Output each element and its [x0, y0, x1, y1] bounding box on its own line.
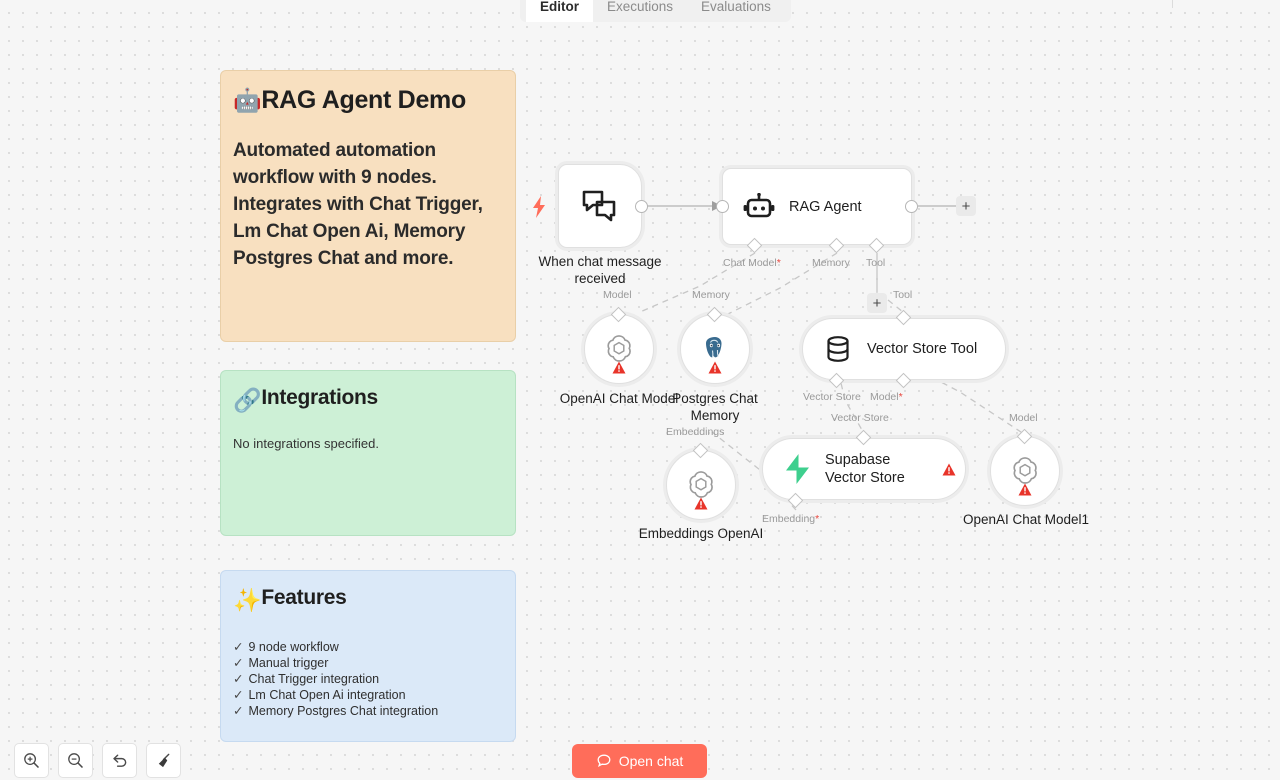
port-label-sub-tool: Tool [893, 289, 913, 301]
list-item: ✓ Lm Chat Open Ai integration [233, 687, 503, 703]
chat-bubbles-icon [582, 190, 616, 222]
node-postgres-chat-memory[interactable] [680, 314, 750, 384]
node-title-rag-agent: RAG Agent [789, 198, 862, 215]
warning-icon [942, 463, 956, 476]
port-label-svs-model: Model [1009, 412, 1038, 424]
list-item: ✓ 9 node workflow [233, 639, 503, 655]
features-list: ✓ 9 node workflow ✓ Manual trigger ✓ Cha… [233, 639, 503, 719]
feature-label: Lm Chat Open Ai integration [248, 688, 406, 702]
undo-arrow-icon [113, 754, 127, 767]
warning-icon [708, 361, 722, 374]
list-item: ✓ Manual trigger [233, 655, 503, 671]
link-emoji-icon: 🔗 [233, 387, 262, 413]
openai-icon [689, 471, 713, 498]
node-rag-agent[interactable]: RAG Agent [722, 168, 912, 245]
port-label-sub-embeddings: Embeddings [666, 426, 725, 438]
port-label-vst-vector-store: Vector Store [803, 391, 861, 403]
zoom-out-icon [68, 753, 84, 769]
tidy-up-button[interactable] [146, 743, 181, 778]
open-chat-label: Open chat [618, 753, 684, 769]
node-title-vector-store-tool: Vector Store Tool [867, 341, 978, 357]
zoom-in-button[interactable] [14, 743, 49, 778]
node-when-chat-message-received[interactable] [558, 164, 642, 248]
sticky-body-integrations: No integrations specified. [233, 436, 379, 451]
list-item: ✓ Chat Trigger integration [233, 671, 503, 687]
check-icon: ✓ [233, 656, 244, 670]
sticky-note-integrations[interactable]: 🔗 Integrations No integrations specified… [220, 370, 516, 536]
port-label-sub-model: Model [603, 289, 632, 301]
check-icon: ✓ [233, 672, 244, 686]
agent-output-port[interactable] [905, 200, 918, 213]
node-label-embeddings-openai: Embeddings OpenAI [638, 526, 764, 541]
node-vector-store-tool[interactable]: Vector Store Tool [802, 318, 1006, 380]
check-icon: ✓ [233, 688, 244, 702]
port-label-svs-embedding: Embedding* [762, 513, 820, 525]
openai-icon [607, 335, 631, 362]
node-title-supabase-vector-store: Supabase Vector Store [825, 452, 905, 486]
sticky-note-rag-agent-demo[interactable]: 🤖 RAG Agent Demo Automated automation wo… [220, 70, 516, 342]
port-label-agent-memory: Memory [812, 257, 850, 269]
check-icon: ✓ [233, 640, 244, 654]
feature-label: Memory Postgres Chat integration [248, 704, 439, 718]
database-icon [827, 336, 849, 362]
postgres-icon [706, 337, 722, 358]
check-icon: ✓ [233, 704, 244, 718]
openai-icon [1013, 457, 1037, 484]
feature-label: Manual trigger [248, 656, 329, 670]
node-label-trigger: When chat message received [538, 254, 662, 286]
node-openai-chat-model[interactable] [584, 314, 654, 384]
robot-emoji-icon: 🤖 [233, 87, 262, 113]
panel-divider [1172, 0, 1173, 8]
tab-executions[interactable]: Executions [607, 0, 674, 14]
tab-editor[interactable]: Editor [526, 0, 593, 22]
sticky-title-text-integrations: Integrations [261, 386, 378, 409]
port-label-svs-vector-store: Vector Store [831, 412, 889, 424]
port-label-sub-memory: Memory [692, 289, 730, 301]
trigger-output-port[interactable] [635, 200, 648, 213]
sticky-title-features: ✨ Features [233, 585, 503, 615]
sparkles-emoji-icon: ✨ [233, 587, 262, 613]
open-chat-button[interactable]: Open chat [572, 744, 707, 778]
supabase-icon [786, 454, 809, 484]
feature-label: 9 node workflow [248, 640, 339, 654]
node-label-openai-chat-model: OpenAI Chat Model [559, 391, 679, 406]
agent-input-port[interactable] [716, 200, 729, 213]
feature-label: Chat Trigger integration [248, 672, 380, 686]
warning-icon [612, 361, 626, 374]
reset-zoom-button[interactable] [102, 743, 137, 778]
sticky-title-integrations: 🔗 Integrations [233, 385, 503, 415]
chat-bubble-icon [597, 754, 611, 767]
node-label-postgres-chat-memory: Postgres Chat Memory [672, 391, 758, 423]
sticky-note-features[interactable]: ✨ Features ✓ 9 node workflow ✓ Manual tr… [220, 570, 516, 742]
node-supabase-vector-store[interactable]: Supabase Vector Store [762, 438, 966, 500]
lightning-bolt-icon [533, 196, 545, 218]
node-label-openai-chat-model1: OpenAI Chat Model1 [962, 512, 1090, 527]
warning-icon [1018, 483, 1032, 496]
editor-tab-bar[interactable]: Editor Executions Evaluations [520, 0, 791, 22]
sticky-title-rag: 🤖 RAG Agent Demo [233, 85, 503, 115]
port-label-chat-model: Chat Model* [723, 257, 781, 269]
zoom-in-icon [24, 753, 40, 769]
robot-icon [743, 192, 775, 217]
sticky-title-text-features: Features [261, 586, 347, 609]
list-item: ✓ Memory Postgres Chat integration [233, 703, 503, 719]
warning-icon [694, 497, 708, 510]
port-label-agent-tool: Tool [866, 257, 886, 269]
tool-add-node-button[interactable]: + [867, 293, 887, 313]
zoom-out-button[interactable] [58, 743, 93, 778]
broom-icon [158, 753, 170, 768]
sticky-body-rag: Automated automation workflow with 9 nod… [233, 140, 483, 269]
agent-add-node-button[interactable]: + [956, 196, 976, 216]
port-label-vst-model: Model* [870, 391, 903, 403]
tab-evaluations[interactable]: Evaluations [701, 0, 771, 14]
sticky-title-text-rag: RAG Agent Demo [261, 86, 466, 114]
canvas-zoom-toolbar[interactable] [14, 743, 181, 778]
